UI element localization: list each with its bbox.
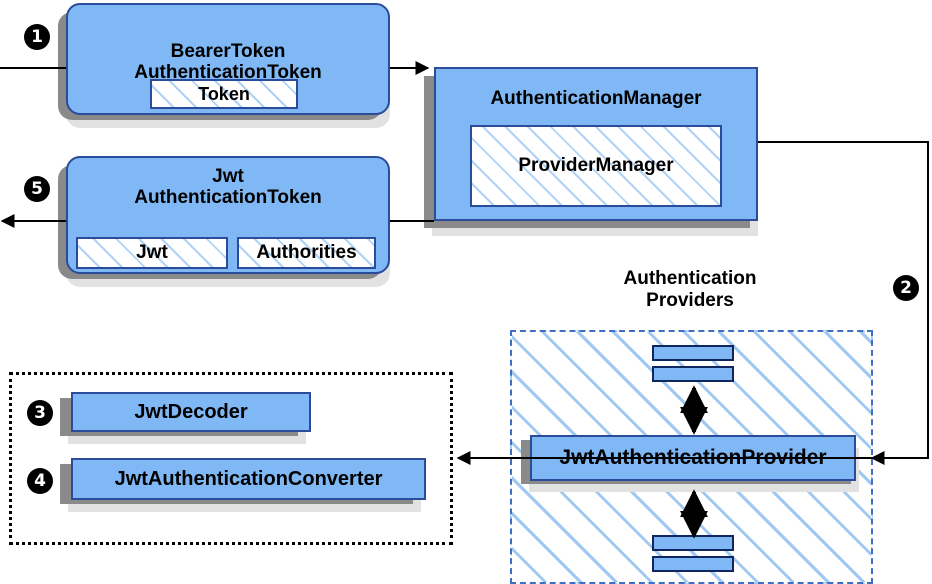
provider-manager-label: ProviderManager (518, 155, 674, 176)
jwt-authentication-provider-node[interactable]: JwtAuthenticationProvider (530, 435, 856, 481)
jwt-authentication-converter-label: JwtAuthenticationConverter (114, 467, 383, 490)
provider-sibling-bar-top-2 (652, 366, 734, 382)
jwt-decoder-label: JwtDecoder (134, 400, 248, 423)
token-label: Token (198, 83, 250, 104)
jwt-authentication-provider-label: JwtAuthenticationProvider (559, 446, 827, 470)
token-inner-box[interactable]: Token (150, 79, 298, 109)
jwt-inner-box[interactable]: Jwt (76, 237, 228, 269)
authorities-label: Authorities (256, 242, 357, 263)
marker-3: 3 (27, 400, 53, 426)
jwt-token-title-line1: Jwt (212, 166, 244, 187)
provider-sibling-bar-bottom-1 (652, 535, 734, 551)
jwt-decoder-node[interactable]: JwtDecoder (71, 392, 311, 432)
marker-2: 2 (893, 275, 919, 301)
authentication-providers-title-line1: Authentication (623, 268, 757, 289)
jwt-authentication-converter-node[interactable]: JwtAuthenticationConverter (71, 458, 426, 500)
jwt-label: Jwt (136, 242, 168, 263)
provider-sibling-bar-top-1 (652, 345, 734, 361)
authentication-manager-title: AuthenticationManager (490, 88, 702, 109)
authentication-providers-title: Authentication Providers (580, 268, 800, 312)
authorities-inner-box[interactable]: Authorities (237, 237, 376, 269)
marker-5: 5 (24, 176, 50, 202)
authentication-providers-title-line2: Providers (646, 289, 734, 311)
jwt-token-title-line2: AuthenticationToken (134, 187, 322, 209)
bearer-token-title-line1: BearerToken (170, 40, 286, 62)
provider-sibling-bar-bottom-2 (652, 556, 734, 572)
marker-1: 1 (24, 24, 50, 50)
provider-manager-inner-box[interactable]: ProviderManager (470, 125, 722, 207)
marker-4: 4 (27, 468, 53, 494)
bearer-token-title-line2: AuthenticationToken (134, 62, 322, 83)
